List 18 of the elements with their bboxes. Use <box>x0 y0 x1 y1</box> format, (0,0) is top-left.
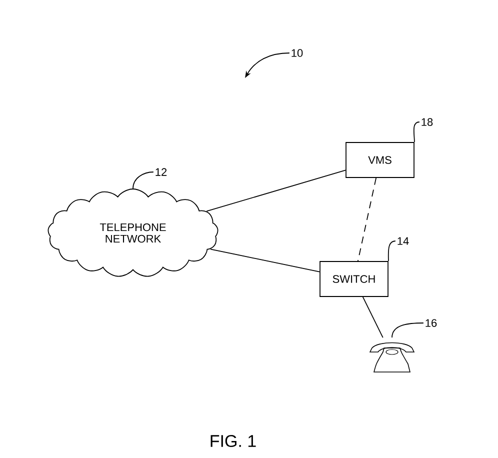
component-box: VMS <box>346 142 414 178</box>
leader-line <box>413 122 420 142</box>
reference-numeral: 16 <box>426 319 437 327</box>
reference-numeral: 12 <box>156 168 167 176</box>
figure-caption: FIG. 1 <box>210 434 256 448</box>
network-cloud: TELEPHONE NETWORK <box>48 188 218 277</box>
leader-line <box>392 322 424 338</box>
telephone-drawing <box>370 342 414 372</box>
leader-line <box>132 172 154 189</box>
connection-line <box>206 170 346 212</box>
reference-numeral: 10 <box>292 49 303 57</box>
connection-line <box>362 296 384 338</box>
reference-numeral: 14 <box>398 237 409 245</box>
connection-line <box>357 178 377 262</box>
reference-numeral: 18 <box>422 118 433 126</box>
connection-line <box>210 248 320 272</box>
leader-line <box>388 240 396 262</box>
component-box: SWITCH <box>320 261 388 297</box>
